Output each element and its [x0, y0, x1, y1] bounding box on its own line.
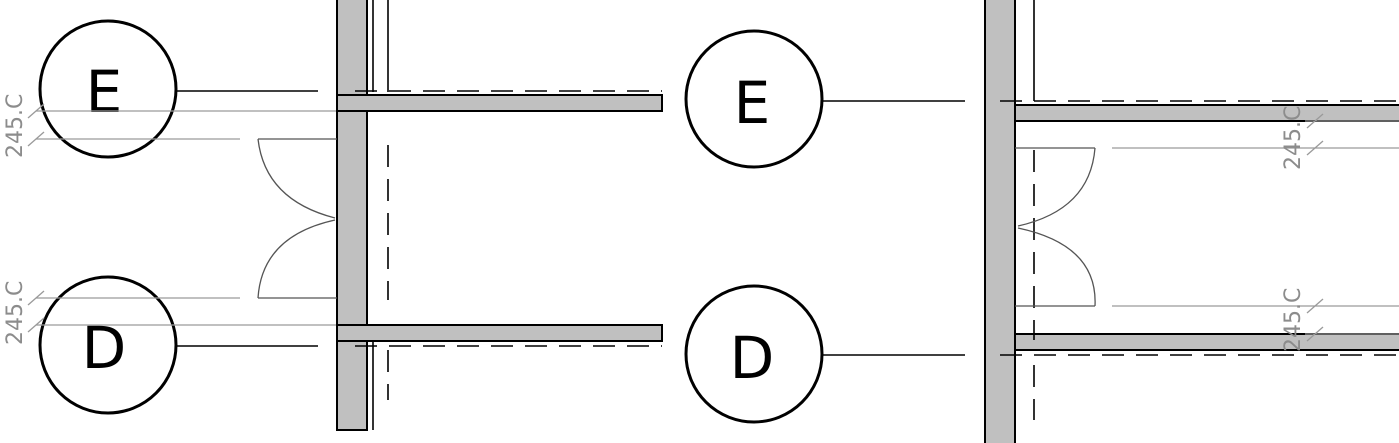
wall-horizontal-e-left [336, 94, 663, 112]
wall-vertical-left [336, 0, 368, 431]
grid-label-d-right: D [730, 324, 775, 392]
wall-horizontal-d-right [1014, 333, 1399, 351]
door-swing-right [1015, 147, 1096, 307]
dimension-label-top-left: 245.C [3, 94, 28, 158]
grid-label-e-left: E [86, 58, 123, 126]
wall-vertical-right [984, 0, 1016, 443]
wall-horizontal-d-left [336, 324, 663, 342]
dimension-label-bottom-right: 245.C [1281, 288, 1306, 352]
dimension-bottom-left: 245.C [3, 281, 350, 345]
dimension-bottom-right: 245.C [1112, 288, 1399, 352]
grid-bubble-e-right[interactable]: E [684, 29, 824, 169]
right-view: E D [684, 0, 1399, 443]
dimension-label-top-right: 245.C [1281, 106, 1306, 170]
door-swing-left [257, 138, 337, 299]
left-view: E D 245.C 245.C [3, 0, 663, 431]
wall-horizontal-e-right [1014, 104, 1399, 122]
dimension-top-right: 245.C [1112, 106, 1399, 170]
grid-label-d-left: D [82, 314, 127, 382]
dimension-label-bottom-left: 245.C [3, 281, 28, 345]
grid-label-e-right: E [734, 69, 771, 137]
dimension-top-left: 245.C [3, 94, 350, 158]
grid-bubble-e-left[interactable]: E [38, 19, 178, 159]
grid-bubble-d-right[interactable]: D [684, 284, 824, 424]
